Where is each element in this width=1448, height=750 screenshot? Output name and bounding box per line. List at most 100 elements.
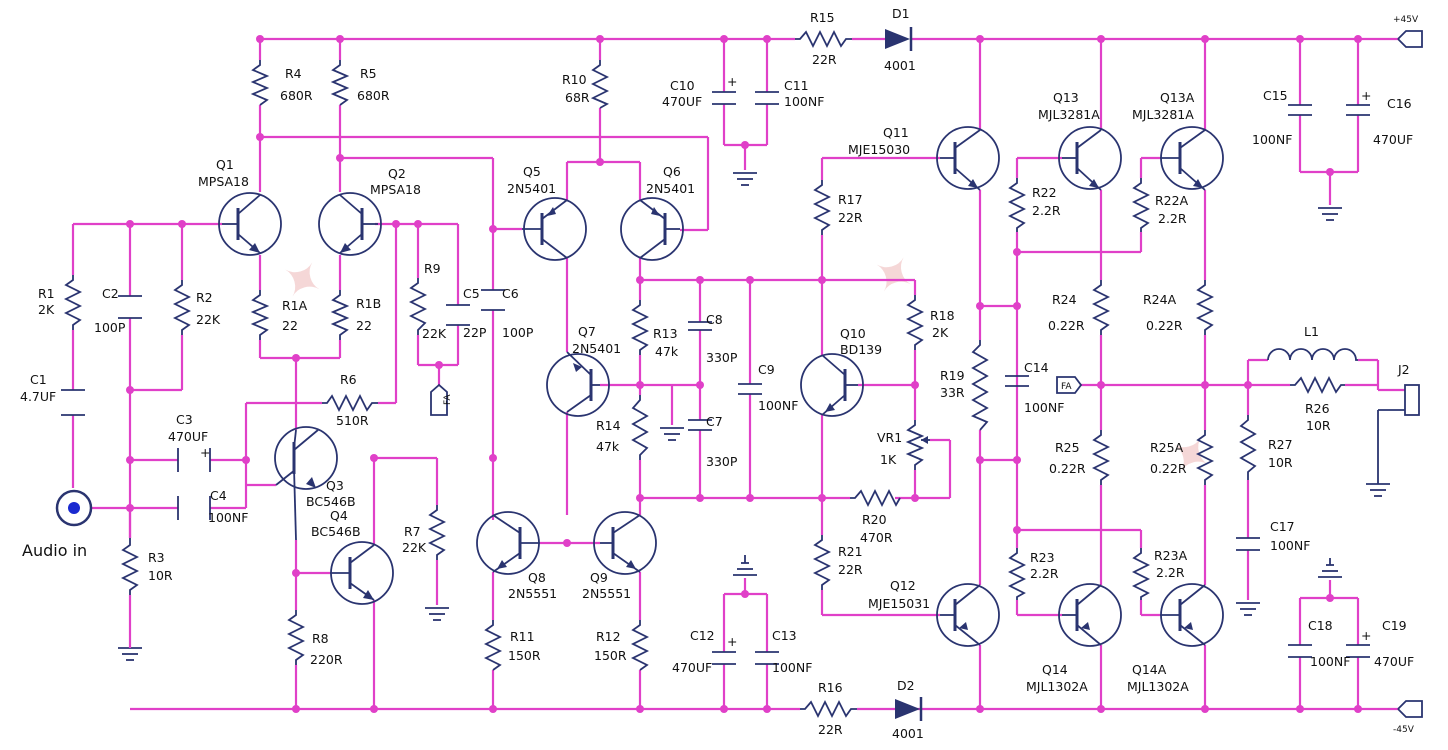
r5-value: 680R xyxy=(357,88,390,103)
ground-icon xyxy=(425,607,449,621)
r12-value: 150R xyxy=(594,648,627,663)
resistor-r14 xyxy=(631,395,649,460)
resistor-r7 xyxy=(427,505,447,560)
q9-part: 2N5551 xyxy=(582,586,631,601)
r23a-value: 2.2R xyxy=(1156,565,1185,580)
junction-dots xyxy=(126,35,1362,713)
connector-j2 xyxy=(1404,384,1420,416)
c12-ref: C12 xyxy=(690,628,715,643)
c11-ref: C11 xyxy=(784,78,809,93)
r13-ref: R13 xyxy=(653,326,678,341)
component-labels: R1 2K R2 22K R3 10R R4 680R R5 680R R1A … xyxy=(20,6,1419,741)
transistor-q8 xyxy=(476,511,540,575)
c10-ref: C10 xyxy=(670,78,695,93)
q4-part: BC546B xyxy=(311,524,361,539)
r22-value: 2.2R xyxy=(1032,203,1061,218)
q3-ref: Q3 xyxy=(326,478,344,493)
r22a-value: 2.2R xyxy=(1158,211,1187,226)
q14-part: MJL1302A xyxy=(1026,679,1088,694)
c14-value: 100NF xyxy=(1024,400,1064,415)
c17-value: 100NF xyxy=(1270,538,1310,553)
resistor-r6 xyxy=(322,393,378,413)
r6-ref: R6 xyxy=(340,372,357,387)
c3-value: 470UF xyxy=(168,429,208,444)
vr1-value: 1K xyxy=(880,452,897,467)
q5-ref: Q5 xyxy=(523,164,541,179)
potentiometer-vr1 xyxy=(905,420,930,470)
audio-in-connector xyxy=(55,489,93,527)
r1b-ref: R1B xyxy=(356,296,381,311)
r17-ref: R17 xyxy=(838,192,863,207)
q13-part: MJL3281A xyxy=(1038,107,1100,122)
d1-part: 4001 xyxy=(884,58,916,73)
resistor-r1b xyxy=(330,290,350,340)
q12-part: MJE15031 xyxy=(868,596,930,611)
r23-ref: R23 xyxy=(1030,550,1055,565)
r1-ref: R1 xyxy=(38,286,55,301)
q7-ref: Q7 xyxy=(578,324,596,339)
capacitor-c12: + xyxy=(712,634,737,665)
resistor-r23a xyxy=(1131,548,1151,600)
c17-ref: C17 xyxy=(1270,519,1295,534)
resistor-r23 xyxy=(1007,548,1027,600)
r1b-value: 22 xyxy=(356,318,372,333)
transistor-q7 xyxy=(546,351,610,417)
resistor-r24a xyxy=(1195,280,1215,335)
resistor-r11 xyxy=(483,620,503,671)
r12-ref: R12 xyxy=(596,629,621,644)
c15-ref: C15 xyxy=(1263,88,1288,103)
resistor-r13 xyxy=(630,300,650,355)
q14a-part: MJL1302A xyxy=(1127,679,1189,694)
r7-ref: R7 xyxy=(404,524,421,539)
svg-text:+: + xyxy=(1361,628,1371,643)
r20-value: 470R xyxy=(860,530,893,545)
q2-part: MPSA18 xyxy=(370,182,421,197)
q12-ref: Q12 xyxy=(890,578,916,593)
capacitor-c14 xyxy=(1005,375,1029,387)
transistor-q13a xyxy=(1160,126,1224,191)
svg-text:+: + xyxy=(727,74,737,89)
capacitor-c3: + xyxy=(177,445,211,472)
r26-value: 10R xyxy=(1306,418,1331,433)
capacitor-c6 xyxy=(481,289,505,311)
r21-ref: R21 xyxy=(838,544,863,559)
r25a-ref: R25A xyxy=(1150,440,1184,455)
ground-icon xyxy=(733,555,757,576)
r3-ref: R3 xyxy=(148,550,165,565)
q11-ref: Q11 xyxy=(883,125,909,140)
r25-value: 0.22R xyxy=(1049,461,1086,476)
fa-tag-left: FA xyxy=(430,383,453,416)
ground-icon xyxy=(1236,602,1260,616)
r24-value: 0.22R xyxy=(1048,318,1085,333)
c16-ref: C16 xyxy=(1387,96,1412,111)
audio-in-label: Audio in xyxy=(22,541,87,560)
capacitor-c13 xyxy=(755,651,779,665)
r1-value: 2K xyxy=(38,302,55,317)
r24a-ref: R24A xyxy=(1143,292,1177,307)
capacitor-c2 xyxy=(118,295,142,319)
r17-value: 22R xyxy=(838,210,863,225)
diode-d1 xyxy=(885,27,913,51)
ground-icon xyxy=(1366,409,1405,497)
vplus-label: +45V xyxy=(1393,15,1419,25)
q14-ref: Q14 xyxy=(1042,662,1068,677)
resistor-r22a xyxy=(1131,178,1151,232)
transistor-q11 xyxy=(936,126,1000,191)
r8-ref: R8 xyxy=(312,631,329,646)
r6-value: 510R xyxy=(336,413,369,428)
c18-value: 100NF xyxy=(1310,654,1350,669)
r25a-value: 0.22R xyxy=(1150,461,1187,476)
resistor-r10 xyxy=(590,60,610,109)
ground-icon xyxy=(733,172,757,186)
q8-part: 2N5551 xyxy=(508,586,557,601)
r3-value: 10R xyxy=(148,568,173,583)
c9-value: 100NF xyxy=(758,398,798,413)
c6-ref: C6 xyxy=(502,286,519,301)
capacitor-c18 xyxy=(1288,644,1312,658)
resistors xyxy=(63,29,1345,719)
c6-value: 100P xyxy=(502,325,534,340)
c18-ref: C18 xyxy=(1308,618,1333,633)
r1a-value: 22 xyxy=(282,318,298,333)
r15-ref: R15 xyxy=(810,10,835,25)
transistor-q9 xyxy=(593,511,657,575)
